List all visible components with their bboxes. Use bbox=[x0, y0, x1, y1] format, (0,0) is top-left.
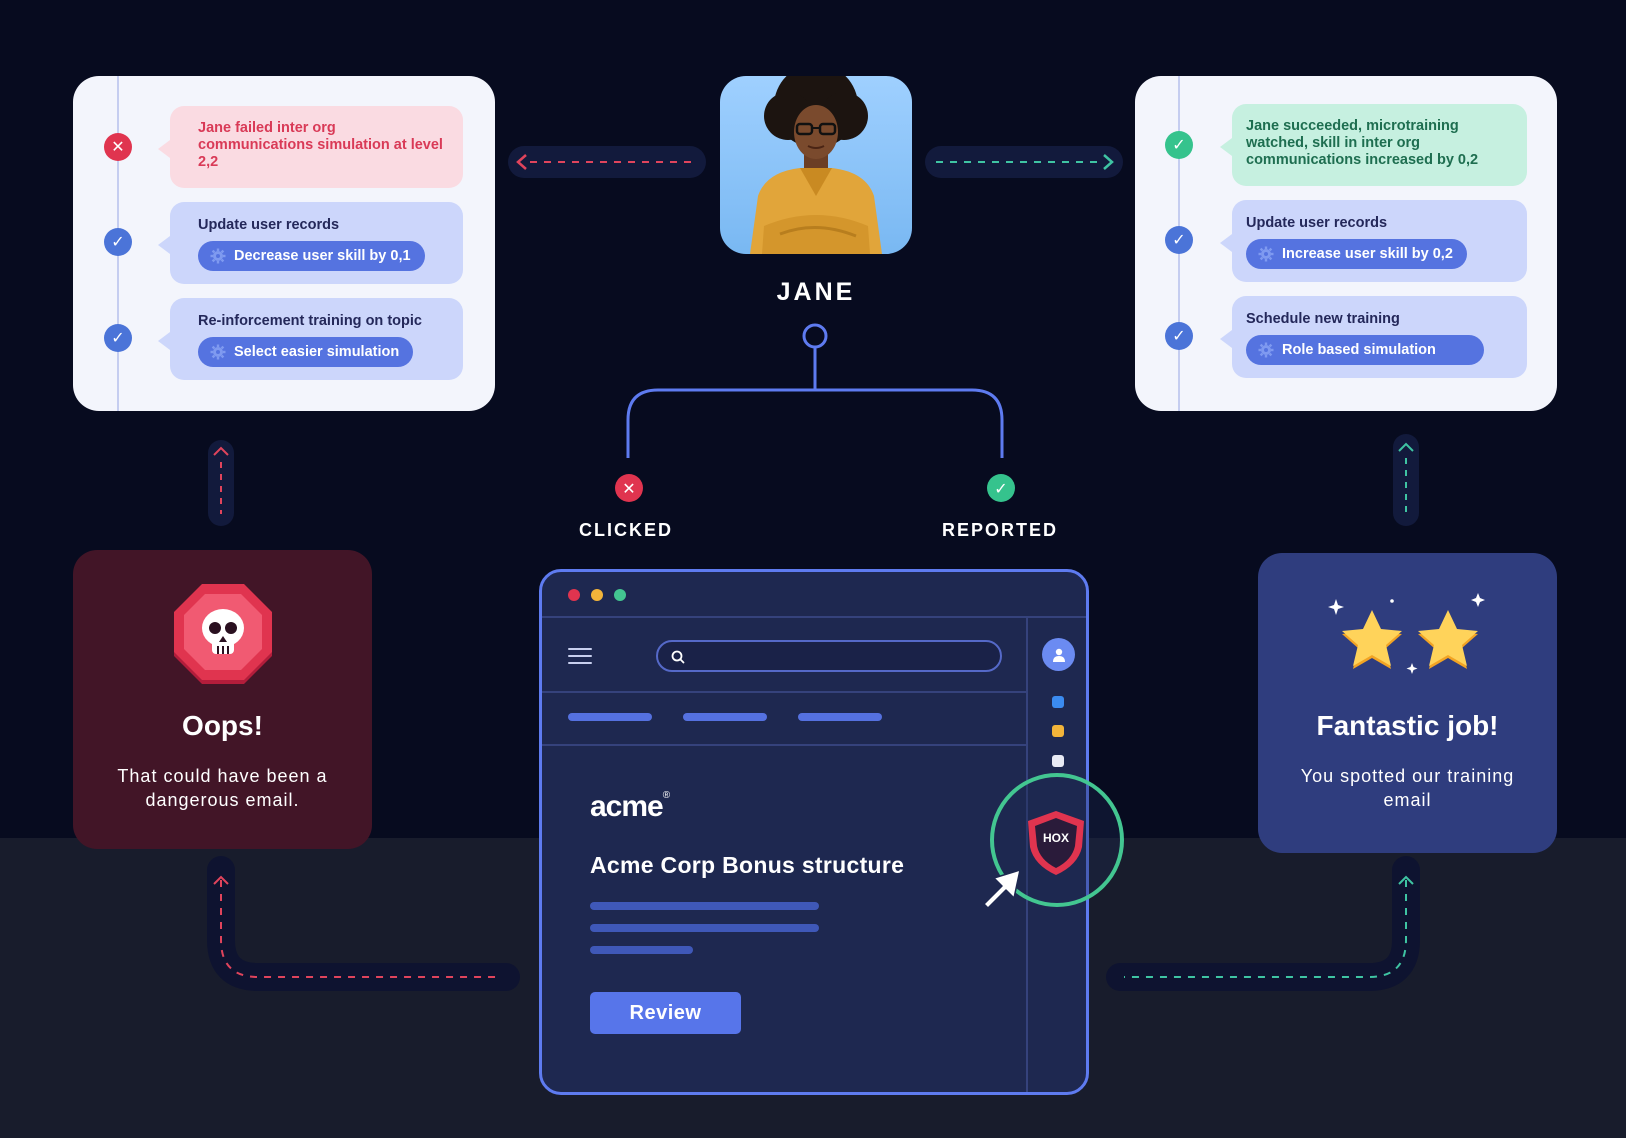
x-circle-icon: ✕ bbox=[104, 133, 132, 161]
text-placeholder-line bbox=[590, 946, 693, 954]
check-circle-icon: ✓ bbox=[1165, 226, 1193, 254]
step-title: Schedule new training bbox=[1246, 311, 1400, 327]
action-pill[interactable]: Decrease user skill by 0,1 bbox=[198, 241, 425, 271]
step-bubble-failure: Jane failed inter org communications sim… bbox=[158, 106, 463, 188]
sidebar-square-blue[interactable] bbox=[1052, 696, 1064, 708]
divider bbox=[542, 744, 1026, 746]
nav-tab[interactable] bbox=[568, 713, 652, 721]
oops-subtitle: That could have been a dangerous email. bbox=[117, 766, 328, 810]
oops-card: Oops! That could have been a dangerous e… bbox=[73, 550, 372, 849]
tree-root-node bbox=[802, 323, 828, 349]
arrow-up-icon bbox=[213, 446, 229, 456]
step-bubble-update-records: Update user records Decrease user skill … bbox=[158, 202, 463, 284]
divider bbox=[542, 616, 1086, 618]
window-controls bbox=[568, 589, 626, 601]
action-pill[interactable]: Increase user skill by 0,2 bbox=[1246, 239, 1467, 269]
stars-icon bbox=[1328, 593, 1485, 674]
arrow-up-icon bbox=[1398, 442, 1414, 452]
arrow-left-icon bbox=[516, 154, 527, 170]
sidebar-square-yellow[interactable] bbox=[1052, 725, 1064, 737]
gear-icon bbox=[210, 344, 226, 360]
close-window-dot[interactable] bbox=[568, 589, 580, 601]
shield-icon[interactable]: HOX bbox=[1024, 809, 1088, 877]
oops-title: Oops! bbox=[182, 710, 263, 741]
maximize-window-dot[interactable] bbox=[614, 589, 626, 601]
step-bubble-schedule-training: Schedule new training Role based simulat… bbox=[1220, 296, 1527, 378]
user-icon bbox=[1052, 648, 1065, 662]
brand-logo: acme® bbox=[590, 790, 670, 824]
text-placeholder-line bbox=[590, 902, 819, 910]
branch-label-clicked: CLICKED bbox=[579, 520, 673, 540]
search-input[interactable] bbox=[656, 640, 1002, 672]
action-label: Select easier simulation bbox=[234, 344, 400, 360]
clicked-outcome-panel: ✕ Jane failed inter org communications s… bbox=[73, 76, 495, 411]
email-subject: Acme Corp Bonus structure bbox=[590, 852, 905, 878]
minimize-window-dot[interactable] bbox=[591, 589, 603, 601]
profile-icon[interactable] bbox=[1042, 638, 1075, 671]
step-title: Update user records bbox=[1246, 215, 1388, 231]
registered-mark: ® bbox=[662, 790, 671, 801]
gear-icon bbox=[1258, 342, 1274, 358]
check-circle-icon: ✓ bbox=[104, 228, 132, 256]
step-title: Re-inforcement training on topic bbox=[198, 313, 422, 329]
branch-label-reported: REPORTED bbox=[941, 520, 1058, 540]
fantastic-title: Fantastic job! bbox=[1316, 710, 1499, 741]
text-placeholder-line bbox=[590, 924, 819, 932]
nav-tab[interactable] bbox=[798, 713, 882, 721]
arrow-up-icon bbox=[1398, 875, 1414, 885]
fantastic-subtitle: You spotted our training email bbox=[1300, 766, 1515, 810]
action-label: Role based simulation bbox=[1282, 342, 1436, 358]
menu-icon[interactable] bbox=[568, 648, 592, 666]
gear-icon bbox=[210, 248, 226, 264]
person-name: JANE bbox=[776, 278, 856, 306]
step-bubble-update-records: Update user records Increase user skill … bbox=[1220, 200, 1527, 282]
sidebar-square-white[interactable] bbox=[1052, 755, 1064, 767]
review-button[interactable]: Review bbox=[590, 992, 741, 1034]
action-pill[interactable]: Role based simulation bbox=[1246, 335, 1484, 365]
step-title: Update user records bbox=[198, 217, 340, 233]
check-circle-icon: ✓ bbox=[1165, 322, 1193, 350]
divider bbox=[542, 691, 1026, 693]
action-pill[interactable]: Select easier simulation bbox=[198, 337, 414, 367]
skull-icon bbox=[174, 584, 272, 684]
tree-branches bbox=[626, 388, 1004, 458]
fantastic-card: Fantastic job! You spotted our training … bbox=[1258, 553, 1557, 853]
reported-outcome-panel: ✓ Jane succeeded, microtraining watched,… bbox=[1135, 76, 1557, 411]
step-text: Jane succeeded, microtraining watched, s… bbox=[1246, 118, 1479, 168]
check-circle-icon: ✓ bbox=[1165, 131, 1193, 159]
action-label: Increase user skill by 0,2 bbox=[1282, 246, 1453, 262]
step-bubble-success: Jane succeeded, microtraining watched, s… bbox=[1220, 104, 1527, 186]
action-label: Decrease user skill by 0,1 bbox=[234, 248, 411, 264]
brand-name: acme bbox=[590, 790, 664, 823]
cursor-icon bbox=[983, 869, 1021, 909]
arrow-right-icon bbox=[1103, 154, 1114, 170]
gear-icon bbox=[1258, 246, 1274, 262]
nav-tab[interactable] bbox=[683, 713, 767, 721]
avatar bbox=[720, 76, 912, 254]
step-bubble-reinforcement: Re-inforcement training on topic Select … bbox=[158, 298, 463, 380]
report-badge-text: HOX bbox=[1043, 831, 1069, 845]
x-circle-icon: ✕ bbox=[615, 474, 643, 502]
arrow-up-icon bbox=[213, 875, 229, 885]
check-circle-icon: ✓ bbox=[987, 474, 1015, 502]
check-circle-icon: ✓ bbox=[104, 324, 132, 352]
search-icon bbox=[671, 650, 685, 664]
step-text: Jane failed inter org communications sim… bbox=[198, 120, 443, 170]
person-illustration bbox=[750, 76, 882, 254]
